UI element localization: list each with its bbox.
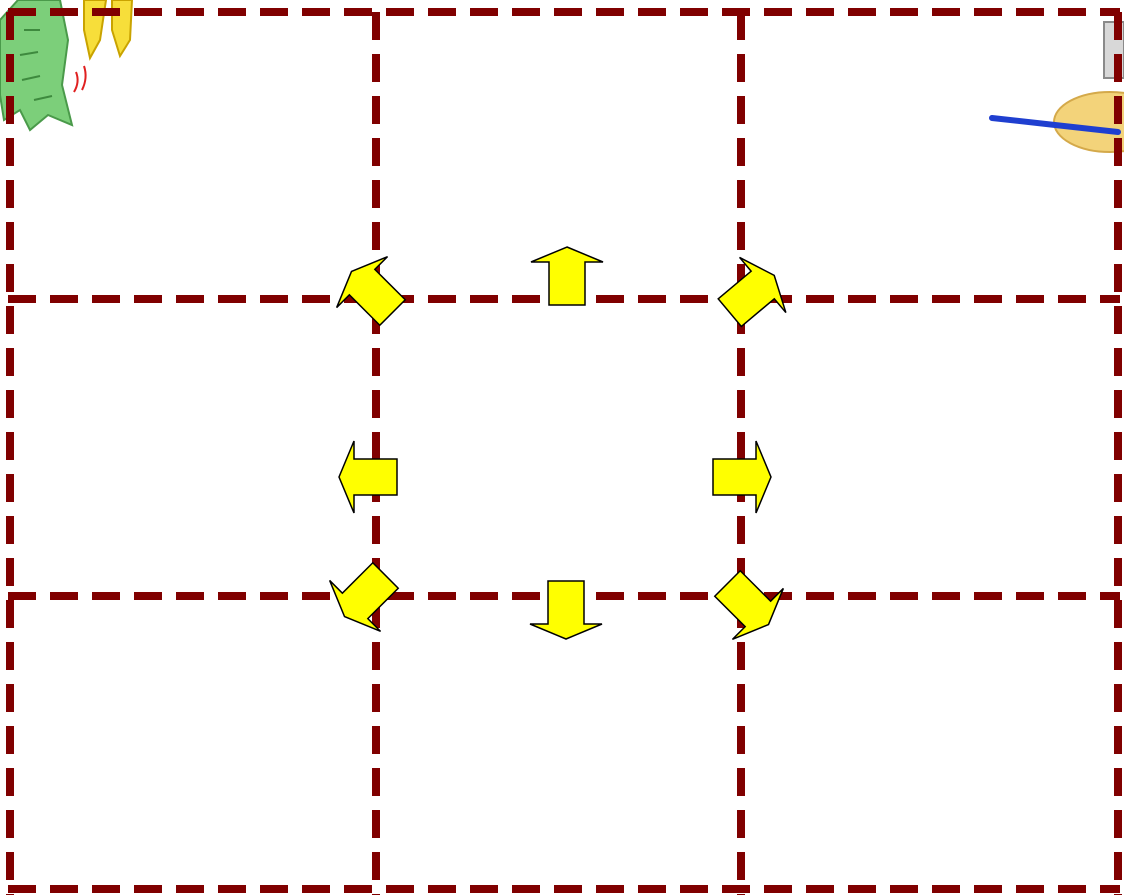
arrow-right-icon <box>712 440 772 514</box>
paintbrush-palette-icon <box>989 21 1124 153</box>
arrow-left-icon <box>338 440 398 514</box>
grid-lines <box>6 8 1122 895</box>
arrow-down-right-icon <box>713 569 785 641</box>
direction-arrows <box>328 246 787 641</box>
arrow-up-right-icon <box>717 256 787 328</box>
arrow-up-left-icon <box>335 255 407 327</box>
arrow-up-icon <box>530 246 604 306</box>
arrow-down-left-icon <box>328 561 400 633</box>
plant-clipart-icon <box>0 0 134 132</box>
arrow-down-icon <box>529 580 603 640</box>
